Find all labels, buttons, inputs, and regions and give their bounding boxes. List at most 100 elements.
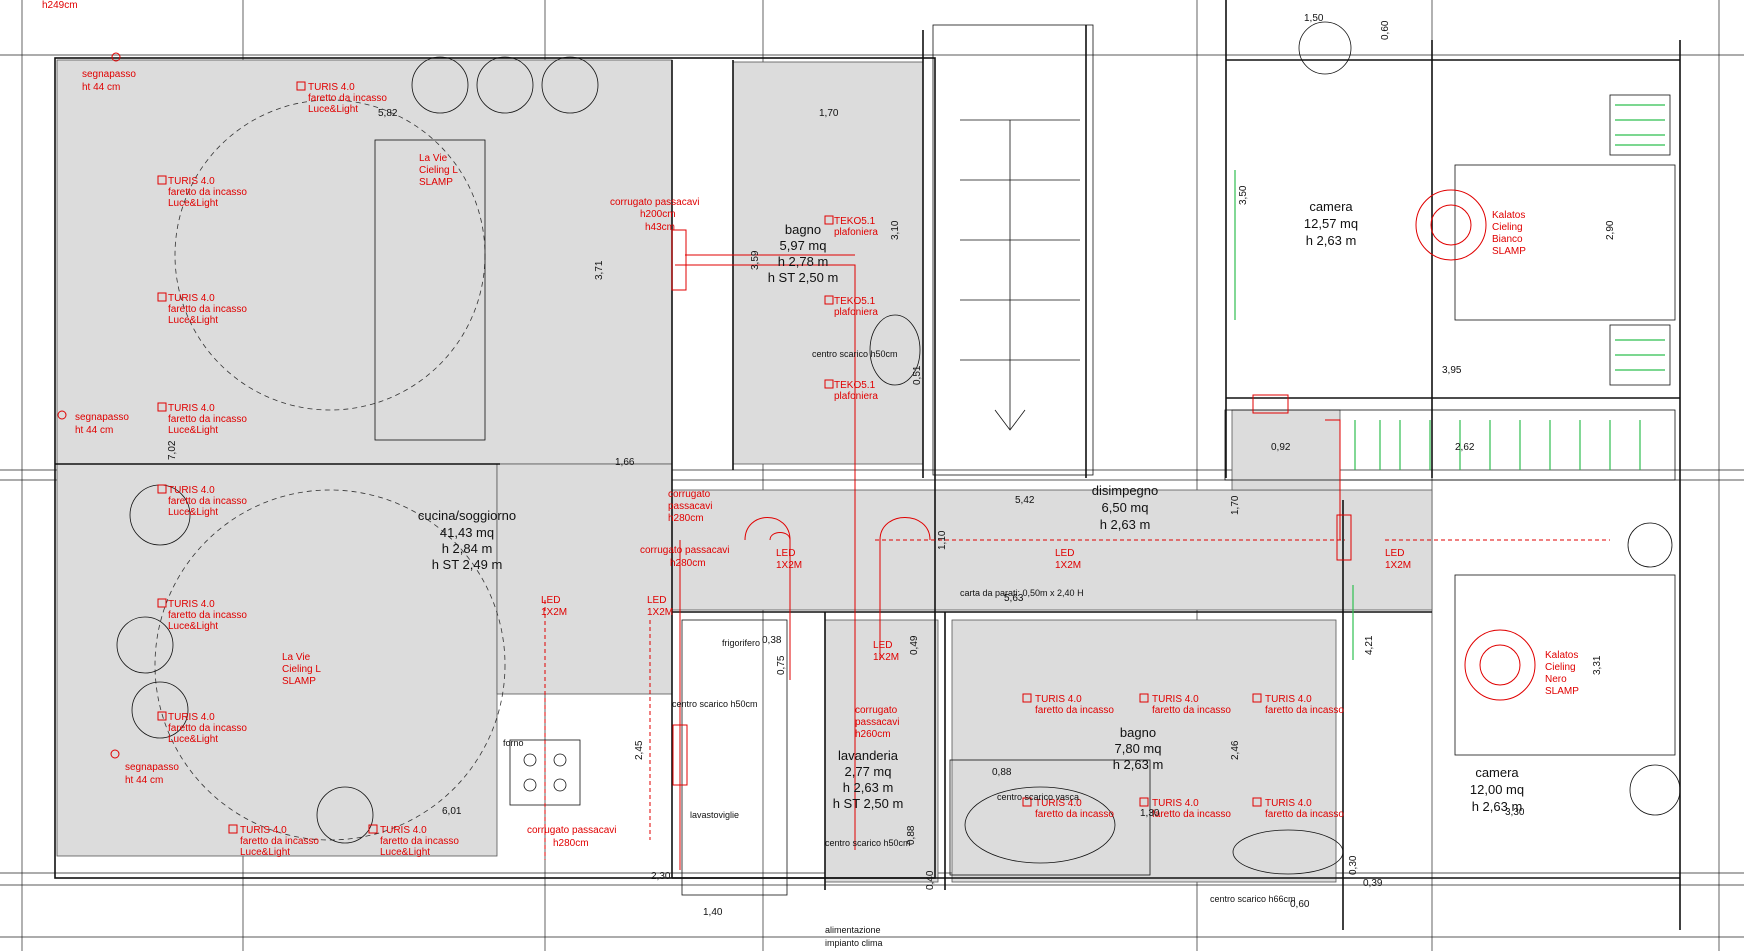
svg-text:LED: LED [1055, 548, 1074, 559]
svg-text:5,82: 5,82 [378, 108, 398, 119]
room-area: 6,50 mq [1102, 500, 1149, 515]
svg-text:TURIS 4.0: TURIS 4.0 [380, 825, 427, 836]
svg-text:corrugato passacavi: corrugato passacavi [640, 545, 730, 556]
svg-text:1,40: 1,40 [703, 907, 723, 918]
svg-text:LED: LED [541, 595, 560, 606]
note-scarico-vasca: centro scarico vasca [997, 792, 1079, 802]
note-carta: carta da parati: 0,50m x 2,40 H [960, 588, 1084, 598]
svg-text:passacavi: passacavi [855, 717, 899, 728]
room-area: 2,77 mq [845, 764, 892, 779]
svg-text:Luce&Light: Luce&Light [168, 425, 218, 436]
svg-text:0,60: 0,60 [1380, 20, 1391, 40]
svg-text:TURIS 4.0: TURIS 4.0 [1265, 694, 1312, 705]
svg-text:TEKO5.1: TEKO5.1 [834, 296, 876, 307]
note-lavastoviglie: lavastoviglie [690, 810, 739, 820]
svg-text:h200cm: h200cm [640, 209, 676, 220]
room-height-st: h ST 2,50 m [833, 796, 904, 811]
note-scarico-d: centro scarico h66cm [1210, 894, 1296, 904]
svg-text:corrugato passacavi: corrugato passacavi [527, 825, 617, 836]
svg-text:TURIS 4.0: TURIS 4.0 [308, 82, 355, 93]
svg-text:3,50: 3,50 [1238, 185, 1249, 205]
svg-text:0,40: 0,40 [925, 870, 936, 890]
room-height: h 2,78 m [778, 254, 829, 269]
svg-text:corrugato: corrugato [855, 705, 898, 716]
svg-text:0,49: 0,49 [909, 635, 920, 655]
room-name: camera [1309, 199, 1353, 214]
svg-text:Luce&Light: Luce&Light [168, 315, 218, 326]
room-bedroom-bottom: camera 12,00 mq h 2,63 m [1470, 765, 1524, 814]
svg-text:6,01: 6,01 [442, 806, 462, 817]
room-height: h 2,63 m [1472, 799, 1523, 814]
svg-text:TEKO5.1: TEKO5.1 [834, 380, 876, 391]
svg-text:0,88: 0,88 [992, 767, 1012, 778]
svg-text:SLAMP: SLAMP [419, 177, 453, 188]
svg-text:SLAMP: SLAMP [282, 676, 316, 687]
svg-text:2,30: 2,30 [651, 871, 671, 882]
svg-text:TURIS 4.0: TURIS 4.0 [1152, 798, 1199, 809]
svg-text:faretto da incasso: faretto da incasso [168, 496, 247, 507]
svg-text:corrugato: corrugato [668, 489, 711, 500]
svg-text:segnapasso: segnapasso [125, 762, 179, 773]
svg-text:Cieling: Cieling [1545, 662, 1576, 673]
svg-text:TURIS 4.0: TURIS 4.0 [1035, 694, 1082, 705]
note-clima-2: impianto clima [825, 938, 883, 948]
furniture [116, 21, 1681, 896]
room-height: h 2,63 m [1100, 517, 1151, 532]
svg-text:faretto da incasso: faretto da incasso [1152, 705, 1231, 716]
svg-text:La Vie: La Vie [419, 153, 448, 164]
svg-text:h280cm: h280cm [668, 513, 704, 524]
svg-text:h43cm: h43cm [645, 222, 675, 233]
svg-text:0,60: 0,60 [1290, 899, 1310, 910]
dimension-labels: 5,82 3,71 1,66 7,02 6,01 1,70 3,59 3,10 … [167, 13, 1616, 918]
svg-text:TURIS 4.0: TURIS 4.0 [1152, 694, 1199, 705]
svg-text:Luce&Light: Luce&Light [380, 847, 430, 858]
svg-text:faretto da incasso: faretto da incasso [1265, 705, 1344, 716]
svg-text:3,31: 3,31 [1592, 655, 1603, 675]
room-height: h 2,84 m [442, 541, 493, 556]
svg-text:0,92: 0,92 [1271, 442, 1291, 453]
room-height: h 2,63 m [1306, 233, 1357, 248]
room-area: 12,57 mq [1304, 216, 1358, 231]
note-scarico-a: centro scarico h50cm [812, 349, 898, 359]
svg-text:faretto da incasso: faretto da incasso [168, 304, 247, 315]
svg-text:0,38: 0,38 [762, 635, 782, 646]
svg-text:TURIS 4.0: TURIS 4.0 [168, 599, 215, 610]
svg-text:faretto da incasso: faretto da incasso [1035, 705, 1114, 716]
svg-text:TURIS 4.0: TURIS 4.0 [168, 485, 215, 496]
svg-text:LED: LED [776, 548, 795, 559]
svg-text:plafoniera: plafoniera [834, 307, 878, 318]
svg-text:5,42: 5,42 [1015, 495, 1035, 506]
svg-text:faretto da incasso: faretto da incasso [168, 414, 247, 425]
svg-text:faretto da incasso: faretto da incasso [1152, 809, 1231, 820]
svg-text:4,21: 4,21 [1364, 635, 1375, 655]
svg-text:TURIS 4.0: TURIS 4.0 [168, 293, 215, 304]
svg-text:3,10: 3,10 [890, 220, 901, 240]
note-frigo: frigorifero [722, 638, 760, 648]
svg-text:faretto da incasso: faretto da incasso [1035, 809, 1114, 820]
room-name: cucina/soggiorno [418, 508, 516, 523]
svg-text:TURIS 4.0: TURIS 4.0 [1265, 798, 1312, 809]
svg-text:Luce&Light: Luce&Light [168, 621, 218, 632]
svg-text:LED: LED [1385, 548, 1404, 559]
svg-text:0,39: 0,39 [1363, 878, 1383, 889]
svg-text:faretto da incasso: faretto da incasso [308, 93, 387, 104]
svg-text:1,70: 1,70 [1230, 495, 1241, 515]
